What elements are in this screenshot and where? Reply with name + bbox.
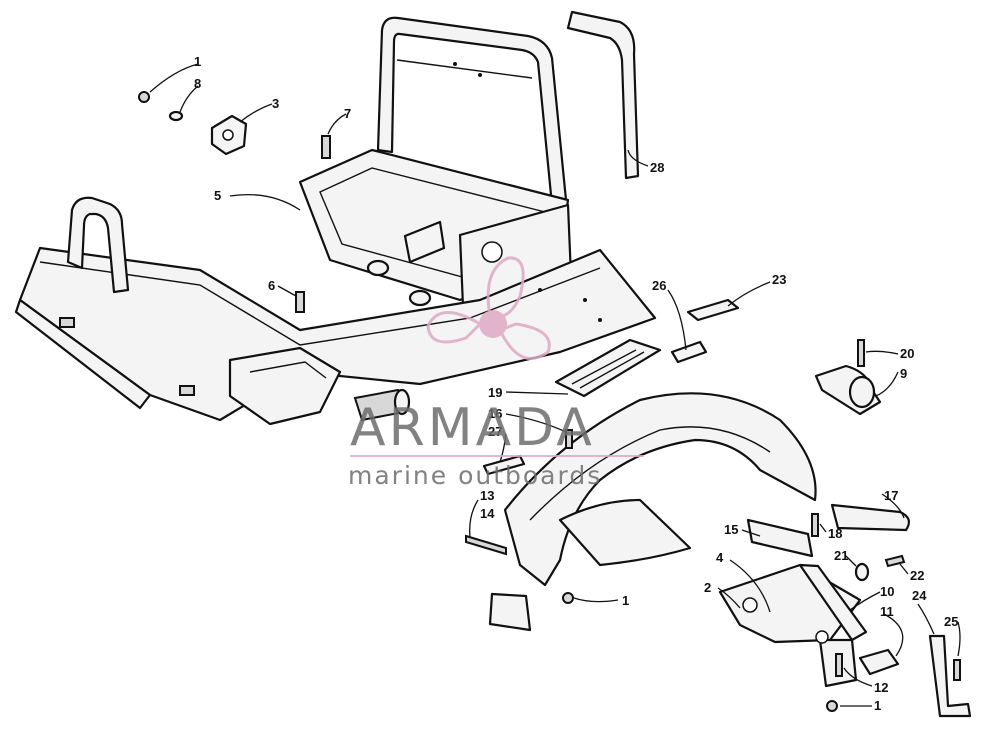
- callout-2: 2: [704, 580, 711, 595]
- callout-25: 25: [944, 614, 958, 629]
- rear-fender-14: [503, 392, 817, 587]
- propeller-blade-top: [486, 256, 525, 320]
- callout-1-top: 1: [194, 54, 201, 69]
- callout-24: 24: [912, 588, 927, 603]
- solenoid-9: [814, 339, 882, 416]
- callout-3: 3: [272, 96, 279, 111]
- callout-9: 9: [900, 366, 907, 381]
- watermark: ARMADA marine outboards: [348, 256, 644, 490]
- callout-20: 20: [900, 346, 914, 361]
- grab-bar-28: [566, 10, 640, 180]
- plate-23: [686, 298, 740, 322]
- plate-26: [670, 340, 708, 364]
- callout-4: 4: [716, 550, 724, 565]
- hardware-middle: [465, 429, 574, 632]
- callout-19: 19: [488, 385, 502, 400]
- chassis-frame: [14, 16, 657, 426]
- callout-23: 23: [772, 272, 786, 287]
- callout-labels: 1 8 3 7 5 6 28 26 23 20 9 19 16 27 13 14…: [194, 54, 958, 713]
- callout-26: 26: [652, 278, 666, 293]
- callout-18: 18: [828, 526, 842, 541]
- callout-22: 22: [910, 568, 924, 583]
- propeller-blade-right: [497, 322, 551, 360]
- propeller-blade-left: [426, 311, 483, 344]
- callout-1-middle: 1: [622, 593, 629, 608]
- watermark-brand: ARMADA: [350, 398, 595, 458]
- watermark-tagline: marine outboards: [348, 461, 602, 490]
- callout-7: 7: [344, 106, 351, 121]
- callout-17: 17: [884, 488, 898, 503]
- watermark-divider: [350, 455, 644, 457]
- callout-27: 27: [488, 424, 502, 439]
- callout-12: 12: [874, 680, 888, 695]
- propeller-logo: [426, 256, 551, 360]
- callout-8: 8: [194, 76, 201, 91]
- callout-15: 15: [724, 522, 738, 537]
- hitch-bracket: [718, 503, 972, 718]
- callout-10: 10: [880, 584, 894, 599]
- callout-16: 16: [488, 406, 502, 421]
- callout-11: 11: [880, 604, 894, 619]
- callout-13: 13: [480, 488, 494, 503]
- callout-21: 21: [834, 548, 848, 563]
- callout-1-bottom: 1: [874, 698, 881, 713]
- callout-6: 6: [268, 278, 275, 293]
- callout-14: 14: [480, 506, 495, 521]
- callout-5: 5: [214, 188, 221, 203]
- propeller-hub: [479, 310, 507, 338]
- leader-lines: [149, 63, 961, 707]
- hardware-top-left: [138, 91, 331, 313]
- callout-28: 28: [650, 160, 664, 175]
- footrest-19: [554, 338, 662, 398]
